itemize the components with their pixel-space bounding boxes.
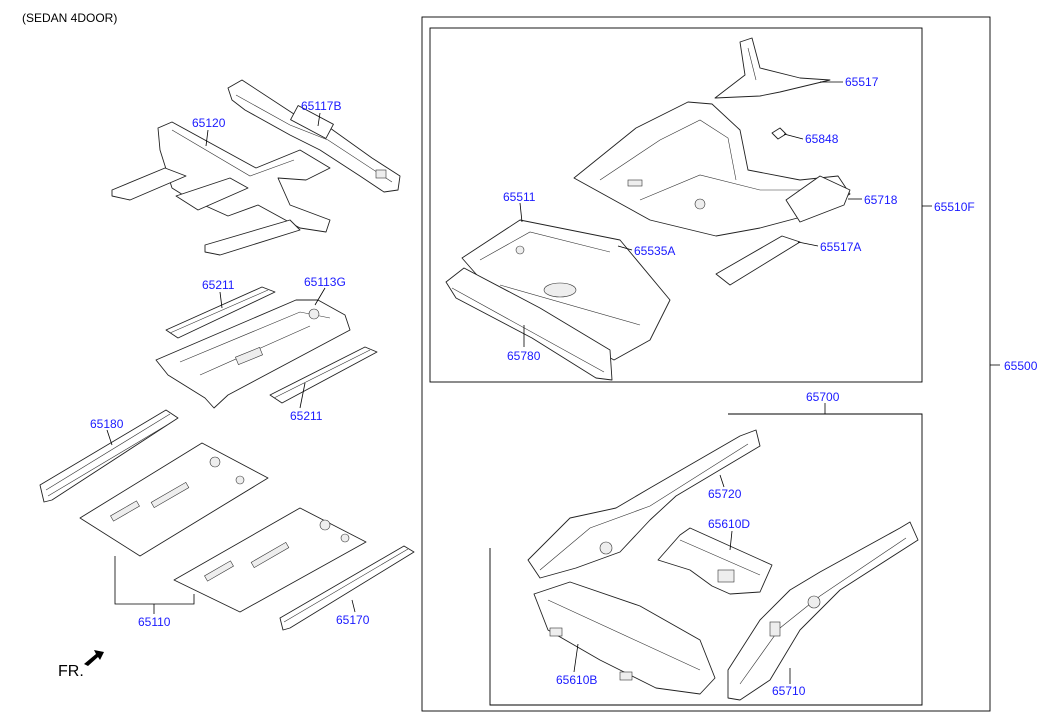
assembly-frame-65500	[421, 16, 991, 712]
body-type-title: (SEDAN 4DOOR)	[22, 11, 117, 25]
part-65710-rear-side-member	[727, 521, 919, 701]
callout-65517[interactable]: 65517	[845, 75, 879, 89]
part-65110-front-floor-lower	[173, 507, 367, 613]
front-direction-label: FR.	[58, 663, 84, 680]
callout-65117B[interactable]: 65117B	[301, 99, 341, 113]
callout-65110[interactable]: 65110	[138, 615, 171, 629]
callout-65720[interactable]: 65720	[708, 487, 742, 501]
assembly-frame-65510F	[429, 27, 923, 383]
part-65848-clip	[771, 127, 787, 140]
callout-65700[interactable]: 65700	[806, 390, 840, 404]
callout-65120[interactable]: 65120	[192, 116, 226, 130]
part-65718-bracket	[785, 175, 851, 223]
part-65511-rear-floor-front	[461, 219, 671, 361]
part-65113G-floor-panel	[155, 299, 351, 409]
callout-65211-top[interactable]: 65211	[202, 278, 235, 292]
part-65780-crossmember	[445, 267, 613, 381]
part-65211-lower-rail	[269, 346, 378, 404]
front-arrow-icon	[84, 650, 104, 666]
callout-65780[interactable]: 65780	[507, 349, 541, 363]
part-65120-floor-members	[111, 121, 331, 256]
part-65180-side-sill	[39, 409, 179, 503]
callout-65517A[interactable]: 65517A	[820, 240, 861, 254]
part-65610B-crossmember	[533, 581, 716, 695]
callout-65535A[interactable]: 65535A	[634, 244, 675, 258]
callout-65848[interactable]: 65848	[805, 132, 839, 146]
callout-65510F[interactable]: 65510F	[934, 200, 975, 214]
part-65117B-crossmember	[227, 79, 401, 193]
part-65170-side-sill	[279, 545, 415, 631]
callout-65610D[interactable]: 65610D	[708, 517, 750, 531]
part-65610D-crossmember	[657, 527, 773, 595]
callout-65710[interactable]: 65710	[772, 684, 806, 698]
callout-65170[interactable]: 65170	[336, 613, 370, 627]
callout-65500[interactable]: 65500	[1004, 359, 1038, 373]
callout-65113G[interactable]: 65113G	[304, 275, 346, 289]
part-65211-upper-rail	[165, 286, 276, 339]
callout-65718[interactable]: 65718	[864, 193, 898, 207]
callout-65180[interactable]: 65180	[90, 417, 124, 431]
part-65110-front-floor-upper	[79, 442, 269, 557]
leader-65110	[114, 556, 195, 605]
callout-65511[interactable]: 65511	[503, 190, 536, 204]
part-65720-rear-side-member	[527, 429, 761, 579]
assembly-frame-65700	[489, 413, 923, 706]
part-65517A-bracket	[715, 235, 801, 286]
leader-lines	[106, 81, 862, 684]
callout-65610B[interactable]: 65610B	[556, 673, 597, 687]
callout-65211-bottom[interactable]: 65211	[290, 409, 323, 423]
part-65517-bracket	[714, 37, 831, 99]
